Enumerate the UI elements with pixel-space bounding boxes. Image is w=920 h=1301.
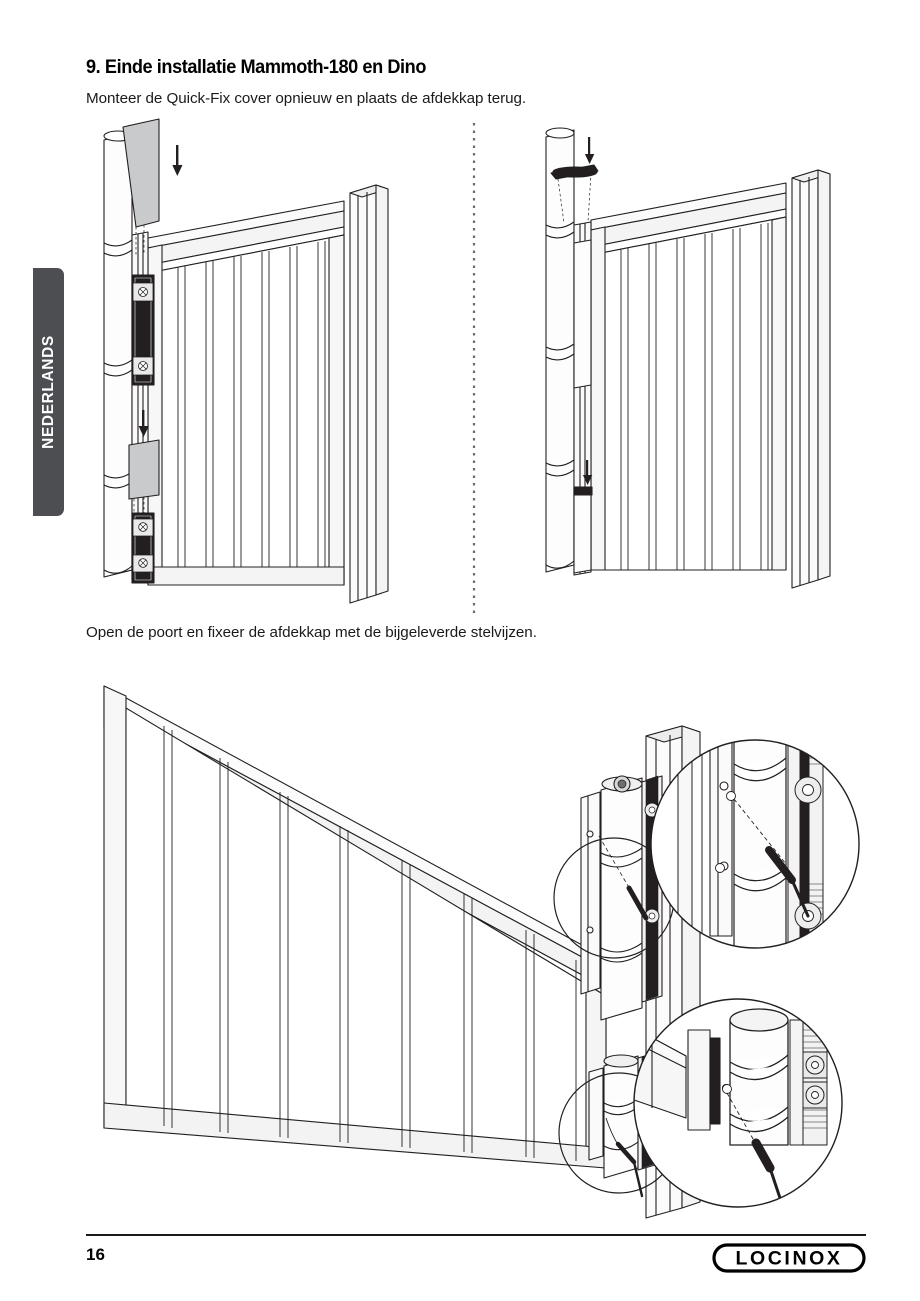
second-post-left-scene bbox=[349, 184, 389, 604]
cover-lower-marker-right bbox=[573, 486, 593, 496]
down-arrow-lower-left bbox=[138, 410, 149, 437]
section-heading: 9. Einde installatie Mammoth-180 en Dino bbox=[86, 56, 427, 78]
footer-divider bbox=[86, 1234, 866, 1236]
gate-leaf-open bbox=[103, 685, 607, 1169]
gate-slats-left bbox=[177, 241, 326, 585]
gate-leaf-left bbox=[147, 200, 345, 586]
section-subtitle: Monteer de Quick-Fix cover opnieuw en pl… bbox=[86, 90, 527, 107]
detail-callout-upper bbox=[650, 739, 860, 949]
gate-slats-open bbox=[163, 726, 577, 1161]
language-tab-label: NEDERLANDS bbox=[39, 335, 57, 449]
allen-key-upper-insitu bbox=[598, 835, 649, 921]
instruction-line-2: Open de poort en fixeer de afdekkap met … bbox=[86, 624, 537, 641]
quick-fix-cover-upper-left bbox=[122, 118, 160, 255]
gate-bottom-rail-left bbox=[147, 566, 345, 586]
gate-slats-right bbox=[620, 223, 769, 570]
allen-key-lower-insitu bbox=[605, 1117, 644, 1198]
language-tab-nederlands: NEDERLANDS bbox=[33, 268, 64, 516]
cover-mounted-upper-right bbox=[573, 239, 592, 389]
figure-cover-remount bbox=[86, 115, 876, 615]
allen-key-detail-upper bbox=[715, 791, 810, 918]
hinge-post-left bbox=[103, 130, 133, 578]
end-cap-right bbox=[550, 164, 599, 224]
illustration-right-gate bbox=[545, 127, 831, 589]
locinox-wordmark: LOCINOX bbox=[735, 1248, 842, 1270]
second-post-right-scene bbox=[791, 169, 831, 589]
figure-fix-cover-set-screws bbox=[86, 648, 876, 1223]
down-arrow-upper-right bbox=[584, 137, 595, 164]
locinox-logo: LOCINOX bbox=[712, 1243, 866, 1273]
quick-fix-cover-lower-left bbox=[128, 439, 160, 515]
page-number: 16 bbox=[86, 1245, 105, 1264]
hinge-lower-left bbox=[131, 512, 155, 584]
hinge-upper-open bbox=[580, 775, 663, 1021]
cover-mounted-lower-right bbox=[573, 491, 592, 574]
gate-leaf-right bbox=[590, 182, 787, 571]
illustration-left-gate bbox=[103, 118, 389, 604]
down-arrow-upper-left bbox=[172, 145, 183, 176]
detail-callout-lower bbox=[633, 998, 843, 1208]
hinge-upper-left bbox=[131, 274, 155, 386]
down-arrow-lower-right bbox=[582, 460, 593, 485]
